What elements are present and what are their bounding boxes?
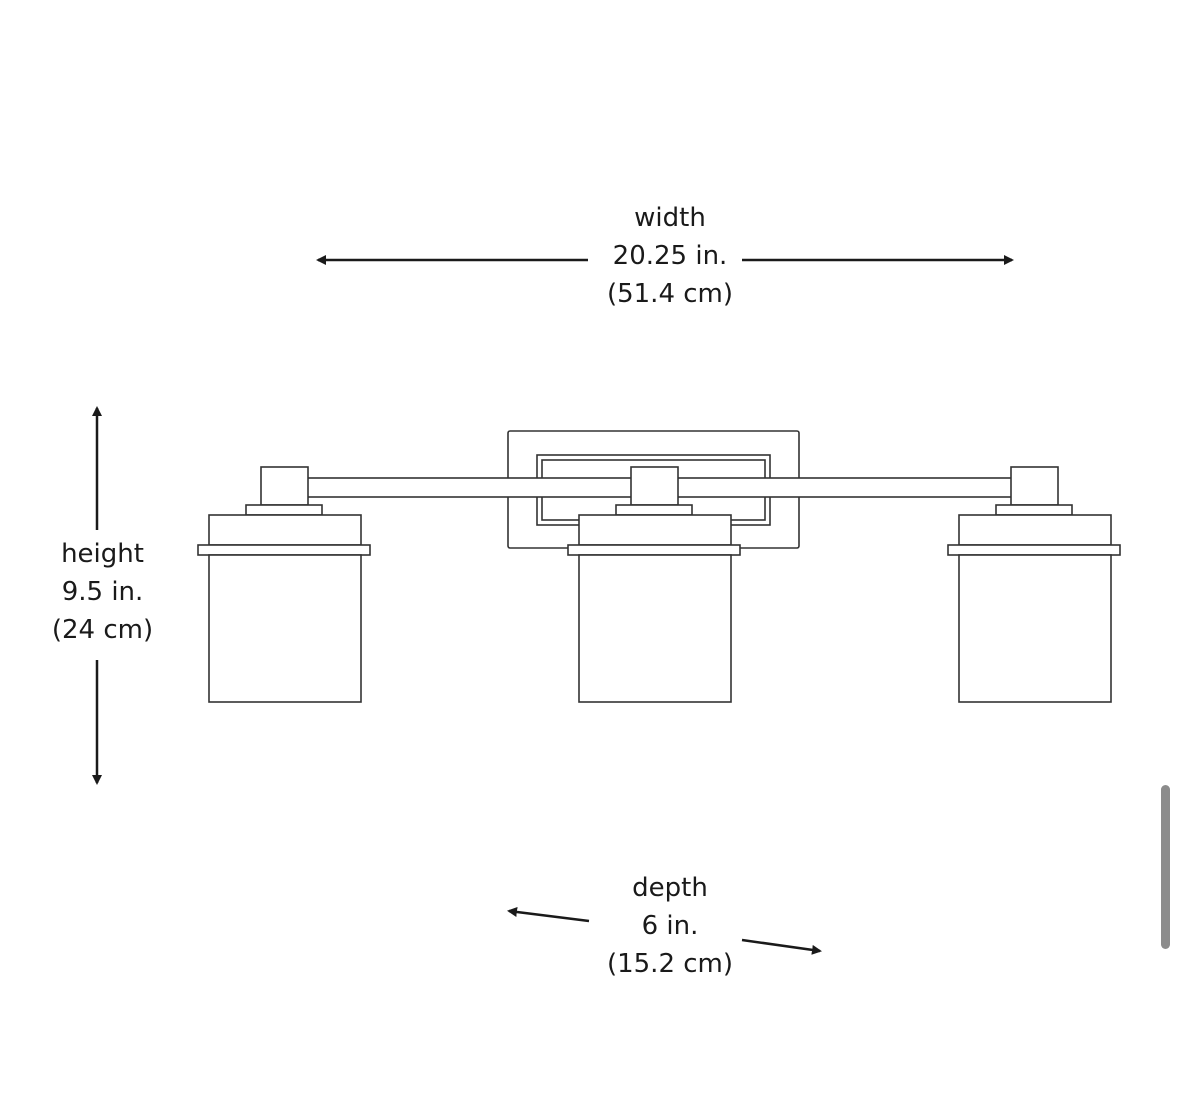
depth-name: depth [632, 873, 708, 903]
depth-label: depth 6 in. (15.2 cm) [560, 869, 780, 983]
depth-arrow-left [507, 907, 590, 923]
height-name: height [61, 539, 144, 569]
vanity-light-fixture [197, 430, 1121, 703]
width-imperial: 20.25 in. [612, 241, 728, 271]
center-shade [567, 466, 741, 703]
right-shade [947, 466, 1121, 703]
depth-arrow-right [741, 938, 822, 955]
depth-arrow [507, 907, 822, 955]
left-shade [197, 466, 371, 703]
width-name: width [634, 203, 706, 233]
height-label: height 9.5 in. (24 cm) [0, 535, 205, 649]
height-metric: (24 cm) [51, 615, 154, 645]
depth-metric: (15.2 cm) [606, 949, 734, 979]
width-label: width 20.25 in. (51.4 cm) [560, 199, 780, 313]
width-metric: (51.4 cm) [606, 279, 734, 309]
scrollbar-thumb[interactable] [1161, 785, 1170, 949]
depth-imperial: 6 in. [641, 911, 699, 941]
height-imperial: 9.5 in. [61, 577, 144, 607]
